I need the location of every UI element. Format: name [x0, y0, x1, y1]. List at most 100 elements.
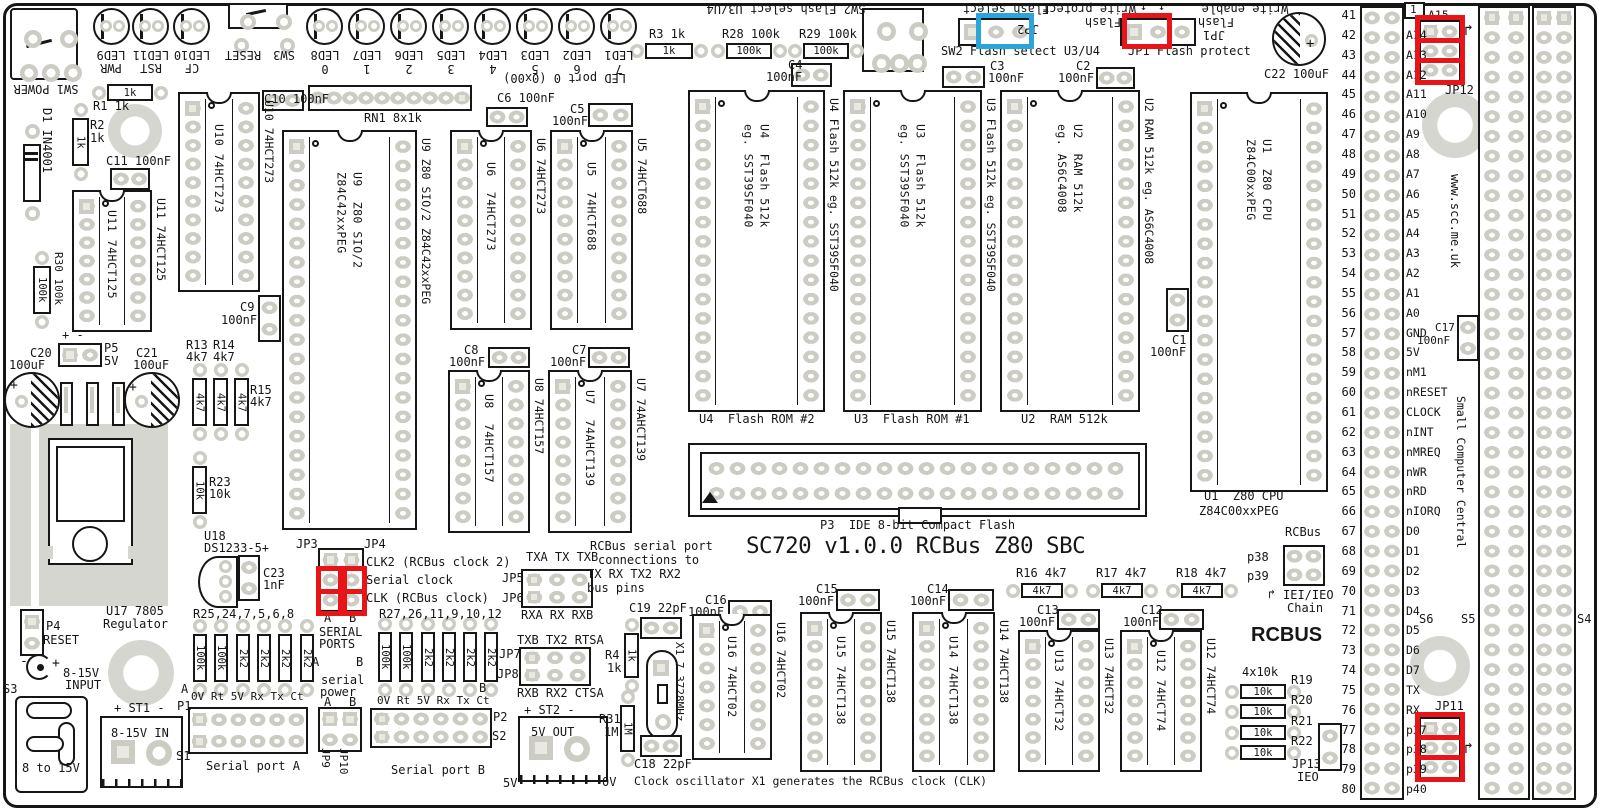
pads-C5 [590, 105, 631, 125]
pad [1225, 704, 1239, 719]
label: R15 [250, 383, 272, 397]
bus-pin-number: 44 [1341, 67, 1356, 82]
ic-pins [1300, 99, 1326, 485]
label: RCBUS [1251, 624, 1323, 646]
resistor-R23: 10k [192, 466, 207, 514]
label: B [349, 611, 357, 625]
label: serial [321, 673, 365, 687]
pin1-dot [873, 100, 880, 107]
resistor-R30: 100k [33, 266, 51, 314]
pad [326, 20, 338, 32]
label: ↓ [1158, 0, 1166, 13]
pad [368, 20, 380, 32]
square-pad [375, 730, 388, 744]
label: R28 100k [722, 27, 780, 41]
bus-signal-label: A9 [1406, 127, 1420, 142]
label: 100nF [1417, 334, 1451, 347]
ic-U7: U7 74AHCT139 [548, 370, 632, 533]
label: R4 [605, 648, 620, 662]
bus-pin-number: 66 [1341, 504, 1356, 519]
highlight-bar [1419, 735, 1461, 740]
label: JP8 [497, 667, 519, 681]
label: 10k [209, 487, 231, 501]
label: INPUT [65, 678, 102, 692]
pad [494, 20, 506, 32]
bus-signal-label: D5 [1406, 623, 1420, 638]
label: RCBus serial port [590, 539, 713, 553]
ic-label: U1 Z80 CPU Z84C00xxPEG [1244, 139, 1274, 221]
label: JP1 [1203, 28, 1225, 42]
ic-pins [604, 377, 630, 526]
pin1-dot [1150, 640, 1157, 647]
square-pad [919, 621, 934, 636]
resistor-R16: 4k7 [1021, 583, 1063, 598]
ic-pins [802, 619, 828, 765]
label: R18 4k7 [1176, 566, 1227, 580]
ic-pins [452, 137, 478, 323]
label: RESET [43, 633, 80, 647]
mount-hole [1422, 92, 1488, 158]
pads-RCBus-IEI-IEO [1285, 547, 1323, 584]
pad [300, 619, 314, 633]
pad [1006, 583, 1020, 598]
label: 100nF [1123, 615, 1160, 629]
label: S3 [3, 682, 18, 696]
ic-pins [914, 619, 940, 765]
label: ↓ [1140, 0, 1148, 13]
square-pad [455, 379, 470, 394]
square-pad [653, 660, 669, 676]
pad [397, 20, 409, 32]
ic-side-label: U12 74HCT74 [1204, 638, 1218, 715]
bus-signal-label: nMREQ [1406, 444, 1441, 459]
label: U1 Z80 CPU [1204, 489, 1284, 503]
ic-pins [967, 619, 993, 765]
label: RST [140, 61, 162, 75]
regulator-leg [112, 382, 125, 426]
label: TX RX TX2 RX2 [587, 567, 681, 581]
pads-C4 [793, 65, 830, 85]
pad [214, 683, 228, 697]
pin1-dot [1030, 100, 1037, 107]
pad [192, 363, 207, 377]
highlight [1122, 13, 1172, 49]
pad [421, 617, 435, 631]
ic-U3: U3 Flash 512k eg. SST39SF040 [843, 90, 982, 412]
bus-signal-label: nINT [1406, 424, 1434, 439]
label: SW3 [273, 48, 295, 62]
bus-signal-label: nM1 [1406, 365, 1427, 380]
pad [484, 683, 498, 697]
connector-P3-pads [706, 456, 1126, 506]
jack-slot [26, 702, 72, 719]
resistor-R29: 100k [803, 43, 849, 59]
pin1-marker [1404, 2, 1425, 19]
resistor-R20: 10k [1240, 704, 1286, 719]
bus-pin-number: 69 [1341, 563, 1356, 578]
pad [234, 363, 249, 377]
label: B [479, 681, 487, 695]
label: C5 [570, 102, 585, 116]
pads-C14 [950, 591, 992, 609]
square-pad [528, 573, 541, 586]
label: IEI/IEO [1283, 588, 1334, 602]
label: power [320, 685, 357, 699]
ic-notch [899, 90, 926, 102]
resistor-R7: 2k2 [236, 634, 250, 682]
pads-C13 [1059, 611, 1098, 628]
resistor-R13: 4k7 [192, 378, 207, 426]
square-pad [695, 99, 710, 114]
leg-pad [116, 387, 120, 413]
pads-C6 [488, 109, 526, 125]
pad [1064, 583, 1078, 598]
ic-label: U7 74AHCT139 [583, 390, 597, 487]
label: p38 [1247, 550, 1269, 564]
resistor-R14: 4k7 [213, 378, 228, 426]
square-pad [850, 99, 865, 114]
bus-pin-number: 50 [1341, 186, 1356, 201]
bus-signal-label: nWR [1406, 464, 1427, 479]
ic-side-label: U6 74HCT273 [534, 138, 548, 215]
pads-C10 [264, 92, 302, 109]
pad [908, 54, 927, 73]
highlight [976, 13, 1034, 49]
pin1-dot [1048, 640, 1055, 647]
label: 100nF [1150, 345, 1187, 359]
